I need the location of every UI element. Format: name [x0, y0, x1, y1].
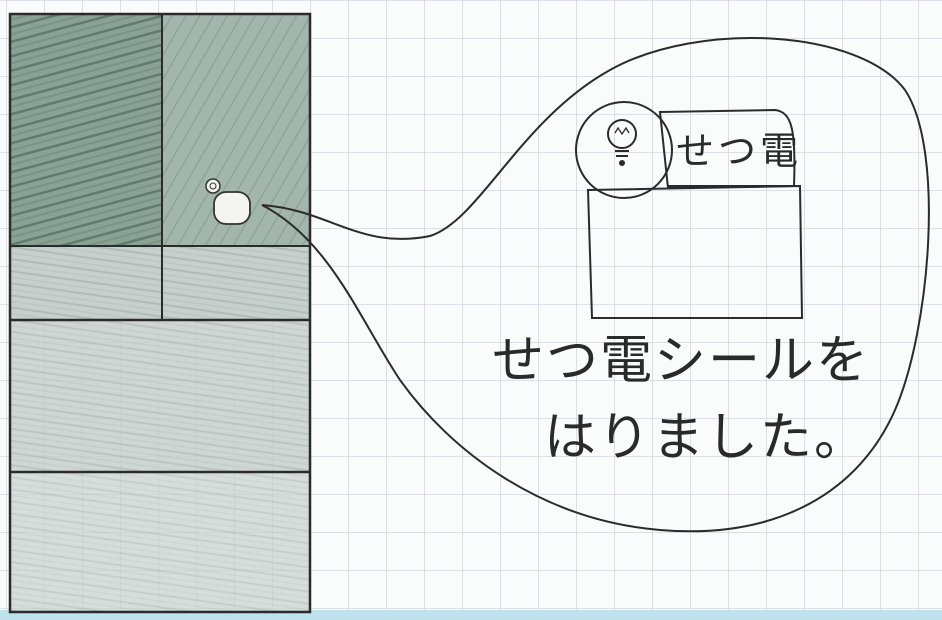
window-pane-dark — [10, 14, 162, 246]
caption-line-2: はりました。 — [544, 408, 868, 468]
window-lower-left — [10, 246, 162, 320]
paper-bottom-stripe — [0, 610, 942, 620]
window-lower-right — [162, 246, 310, 320]
window-drawing — [8, 12, 312, 614]
sticker-label: せつ電 — [676, 129, 802, 173]
wall-panel-bottom — [10, 472, 310, 612]
wall-panel-middle — [10, 320, 310, 472]
zoom-bubble — [261, 37, 930, 533]
caption-line-1: せつ電シールを — [492, 331, 870, 391]
sticker-closeup: せつ電 — [575, 101, 804, 319]
lightbulb-icon — [607, 119, 637, 166]
